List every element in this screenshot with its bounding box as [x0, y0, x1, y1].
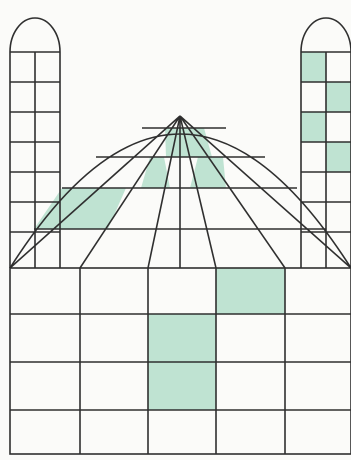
- dome-rib: [148, 116, 180, 268]
- shaded-base-cell: [148, 314, 216, 362]
- shaded-dome-cell: [34, 188, 126, 229]
- shaded-minaret-cell: [326, 82, 351, 112]
- shaded-base-cell: [148, 362, 216, 410]
- shaded-minaret-cell: [301, 112, 326, 142]
- shaded-base-cell: [216, 268, 285, 314]
- shaded-minaret-cell: [301, 52, 326, 82]
- shaded-minaret-cell: [326, 142, 351, 172]
- dome-rib: [180, 116, 285, 268]
- shaded-cells: [34, 52, 351, 410]
